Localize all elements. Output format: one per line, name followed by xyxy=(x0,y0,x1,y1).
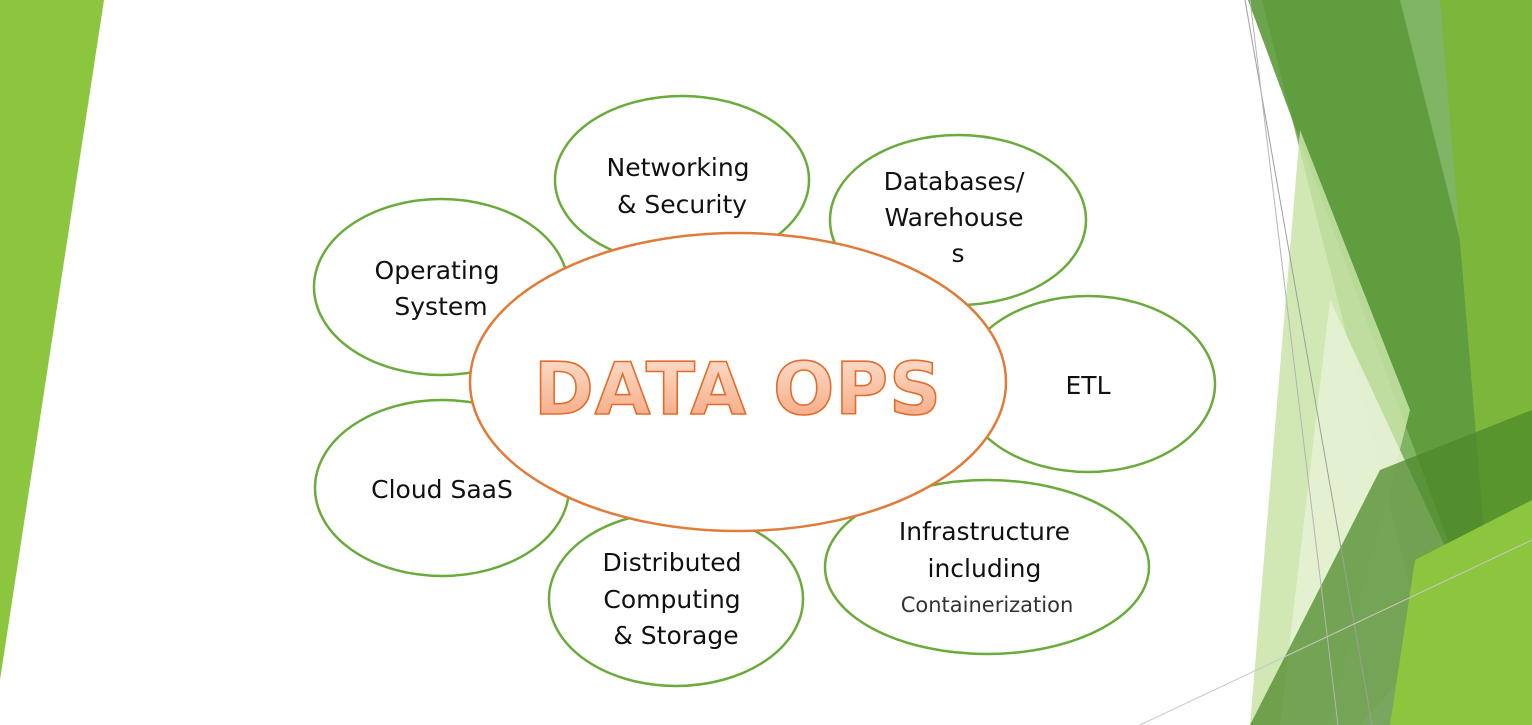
petal-etl-line-1: ETL xyxy=(1066,371,1111,400)
petal-operating-line-1: Operating xyxy=(375,256,500,285)
petal-infrastructure-line-3: Containerization xyxy=(901,593,1074,617)
petal-infrastructure: Infrastructure including Containerizatio… xyxy=(823,478,1151,656)
petal-distributed-line-1: Distributed xyxy=(603,548,742,577)
svg-text:Infrastructure including: Infrastructure including Containerizatio… xyxy=(899,517,1075,617)
petal-networking: Networking & Security xyxy=(553,94,811,266)
svg-text:Operating System: Operating System xyxy=(375,256,508,321)
petal-networking-line-1: Networking xyxy=(607,153,750,182)
svg-text:Databases/ Warehouse: Databases/ Warehouse s xyxy=(884,167,1033,268)
right-decoration xyxy=(1139,0,1532,725)
petal-networking-line-2: & Security xyxy=(617,190,747,219)
svg-text:Distributed Computing: Distributed Computing & Storage xyxy=(603,548,750,650)
petal-databases-line-1: Databases/ xyxy=(884,167,1025,196)
petal-infrastructure-line-1: Infrastructure xyxy=(899,517,1070,546)
petal-operating-line-2: System xyxy=(394,292,487,321)
svg-text:Networking & Security: Networking & Security xyxy=(607,153,758,219)
petal-databases-line-2: Warehouse xyxy=(885,203,1024,232)
svg-text:ETL: ETL xyxy=(1066,371,1111,400)
petal-distributed-line-2: Computing xyxy=(603,585,740,614)
petal-cloud-line-1: Cloud SaaS xyxy=(371,475,513,504)
center-node: DATA OPS xyxy=(468,231,1008,533)
center-title: DATA OPS xyxy=(534,347,942,431)
svg-text:Cloud SaaS: Cloud SaaS xyxy=(371,475,513,504)
petal-distributed-line-3: & Storage xyxy=(613,621,738,650)
petal-infrastructure-line-2: including xyxy=(928,554,1042,583)
petal-distributed: Distributed Computing & Storage xyxy=(547,510,805,688)
left-green-wedge xyxy=(0,0,104,680)
petal-databases-line-3: s xyxy=(951,239,964,268)
